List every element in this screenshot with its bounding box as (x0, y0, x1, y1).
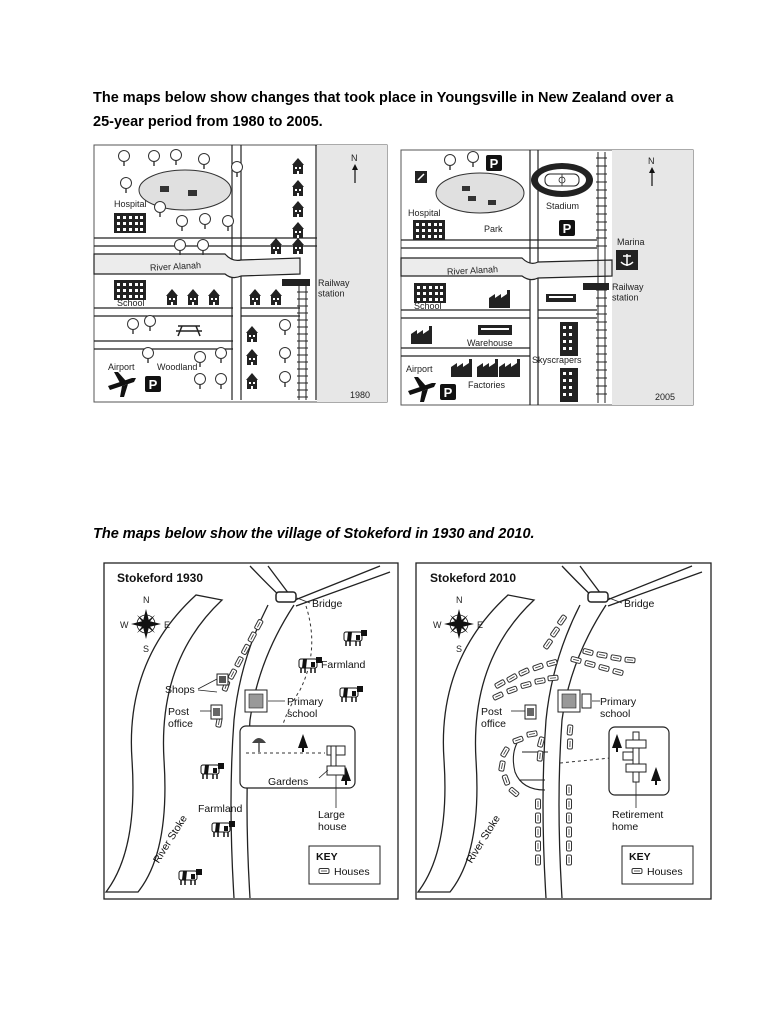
lake (138, 169, 232, 211)
airport-label: Airport (108, 362, 135, 372)
key-title: KEY (629, 851, 651, 863)
river-alanah (400, 257, 613, 281)
key-houses-label: Houses (334, 866, 370, 878)
parking-icon (145, 376, 161, 392)
lake (435, 172, 525, 214)
hospital-label: Hospital (408, 208, 441, 218)
compass-w: W (433, 620, 442, 630)
north-label: N (351, 153, 358, 163)
warehouse-icon (546, 294, 576, 302)
north-arrow-icon (352, 164, 358, 183)
youngsville-caption: The maps below show changes that took pl… (93, 90, 674, 130)
picnic-icon (415, 171, 427, 183)
parking-icon (486, 155, 502, 171)
compass-e: E (164, 620, 170, 630)
school-label: School (117, 298, 145, 308)
stokeford-2010-title: Stokeford 2010 (430, 571, 516, 585)
key-title: KEY (316, 851, 338, 863)
leader-lines (511, 597, 637, 808)
river-stoke (104, 594, 224, 893)
key-houses-label: Houses (647, 866, 683, 878)
river-label: River Alanah (150, 260, 201, 273)
compass-w: W (120, 620, 129, 630)
compass-e: E (477, 620, 483, 630)
hospital-icon (114, 280, 146, 300)
gardens-label: Gardens (268, 776, 308, 788)
school-label: School (414, 301, 442, 311)
skyscraper-icon (560, 368, 578, 402)
factories-label: Factories (468, 380, 506, 390)
park-label: Park (484, 224, 503, 234)
railway-station-icon (583, 283, 609, 290)
year-label: 1980 (350, 390, 370, 400)
shops-label: Shops (165, 684, 195, 696)
stokeford-1930-map: Stokeford 1930 N S E W Bridge Farmland S… (103, 562, 399, 900)
main-road (542, 604, 607, 899)
key-box (621, 845, 694, 885)
compass-s: S (456, 644, 462, 654)
bridge-label: Bridge (624, 598, 655, 610)
stadium-label: Stadium (546, 201, 579, 211)
river-alanah (93, 253, 301, 279)
skyscrapers-label: Skyscrapers (532, 355, 582, 365)
primary-school-icon (244, 689, 268, 713)
north-arrow-icon (649, 167, 655, 186)
stadium-icon (531, 163, 593, 197)
post-office-icon (524, 704, 537, 720)
compass-n: N (143, 595, 150, 605)
compass-s: S (143, 644, 149, 654)
gardens (239, 725, 356, 789)
woodland-label: Woodland (157, 362, 197, 372)
warehouse-label: Warehouse (467, 338, 513, 348)
hospital-label: Hospital (114, 199, 147, 209)
compass-n: N (456, 595, 463, 605)
youngsville-2005-map: N Hospital Park Stadium Marina River Ala… (400, 149, 694, 406)
leader-lines (197, 597, 337, 808)
picnic-table-icon (176, 325, 202, 337)
hospital-icon (414, 283, 446, 303)
stokeford-caption: The maps below show the village of Stoke… (93, 526, 535, 542)
railway-track-icon (596, 152, 607, 403)
river-label: River Alanah (447, 264, 498, 277)
shops-icon (216, 673, 229, 686)
parking-icon (440, 384, 456, 400)
railway-station-icon (282, 279, 310, 286)
farmland-bottom-label: Farmland (198, 803, 243, 815)
hospital-icon (114, 213, 146, 233)
bridge-label: Bridge (312, 598, 343, 610)
skyscraper-icon (560, 322, 578, 356)
key-box (308, 845, 381, 885)
river-stoke (416, 594, 536, 893)
farmland-top-label: Farmland (321, 659, 366, 671)
primary-school-icon (557, 689, 592, 713)
post-office-icon (210, 704, 223, 720)
new-road-loop (512, 737, 548, 791)
bridge-icon (275, 591, 297, 603)
railway-track-icon (297, 285, 308, 400)
stokeford-1930-title: Stokeford 1930 (117, 571, 203, 585)
hospital-icon (413, 220, 445, 240)
warehouse-icon (478, 325, 512, 335)
pavilion-icon (252, 738, 266, 752)
marina-label: Marina (617, 237, 645, 247)
anchor-icon (616, 250, 638, 270)
airport-label: Airport (406, 364, 433, 374)
bridge-icon (587, 591, 609, 603)
year-label: 2005 (655, 392, 675, 402)
farm-track (281, 605, 313, 729)
north-label: N (648, 156, 655, 166)
parking-icon (559, 220, 575, 236)
